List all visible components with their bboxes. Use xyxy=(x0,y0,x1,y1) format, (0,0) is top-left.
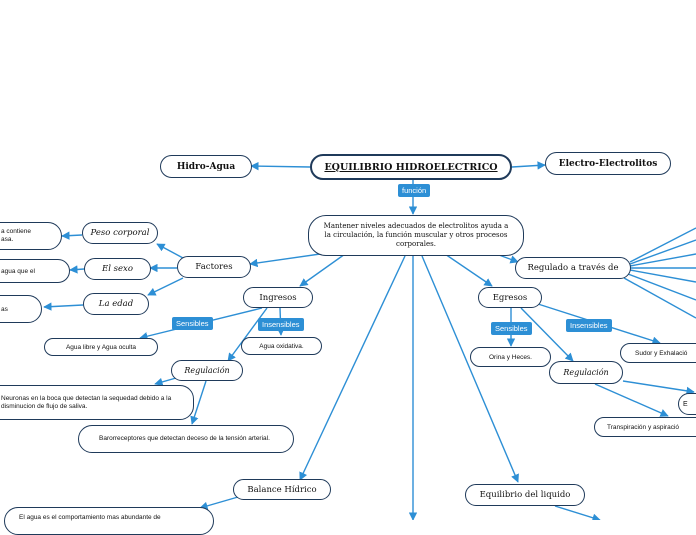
tag-insensibles-ingresos: Insensibles xyxy=(258,318,304,331)
tag-sensibles-ingresos: Sensibles xyxy=(172,317,213,330)
peso-desc-node[interactable]: a contiene asa. xyxy=(0,222,62,250)
tag-sensibles-egresos: Sensibles xyxy=(491,322,532,335)
ingresos-node[interactable]: Ingresos xyxy=(243,287,313,308)
link-regulado-fan-3 xyxy=(629,253,696,267)
link-equilibrio-out xyxy=(554,505,601,520)
tag-funcion: función xyxy=(398,184,431,197)
sexo-desc-node[interactable]: agua que el xyxy=(0,259,70,283)
link-root-electro xyxy=(511,161,546,170)
link-regulado-fan-1 xyxy=(629,227,696,263)
regulacion-ingresos-node[interactable]: Regulación xyxy=(171,360,243,381)
link-egresos-reg xyxy=(520,307,574,362)
link-regulado-fan-7 xyxy=(623,277,696,319)
link-reg-baro xyxy=(190,380,207,425)
sudor-node[interactable]: Sudor y Exhalació xyxy=(620,343,696,363)
link-main-equilibrio xyxy=(421,255,519,483)
tag-insensibles-egresos: Insensibles xyxy=(566,319,612,332)
link-regulado-fan-2 xyxy=(629,239,696,265)
link-sexo-desc xyxy=(69,265,85,274)
link-peso-desc xyxy=(61,231,83,240)
link-factores-edad xyxy=(147,277,184,296)
link-regulado-fan-5 xyxy=(629,269,696,283)
link-reg-transp xyxy=(594,383,669,417)
hidro-node[interactable]: Hidro-Agua xyxy=(160,155,252,178)
link-regulado-fan-6 xyxy=(627,273,696,301)
agua-comportamiento-node[interactable]: El agua es el comportamiento mas abundan… xyxy=(4,507,214,535)
regulado-node[interactable]: Regulado a través de xyxy=(515,257,631,279)
orina-node[interactable]: Orina y Heces. xyxy=(470,347,551,367)
transpiracion-node[interactable]: Transpiración y aspiració xyxy=(594,417,696,437)
peso-node[interactable]: Peso corporal xyxy=(82,222,158,244)
link-main-egresos xyxy=(444,253,493,287)
edad-desc-node[interactable]: as xyxy=(0,295,42,323)
main-node[interactable]: Mantener niveles adecuados de electrolit… xyxy=(308,215,524,256)
link-main-factores xyxy=(249,253,321,268)
agua-oxidativa-node[interactable]: Agua oxidativa. xyxy=(241,337,322,355)
sexo-node[interactable]: El sexo xyxy=(84,258,151,280)
link-ingresos-reg xyxy=(227,307,268,362)
link-root-hidro xyxy=(250,161,311,171)
factores-node[interactable]: Factores xyxy=(177,256,251,278)
electro-node[interactable]: Electro-Electrolitos xyxy=(545,152,671,175)
egresos-node[interactable]: Egresos xyxy=(478,287,542,308)
root-node[interactable]: EQUILIBRIO HIDROELECTRICO xyxy=(310,154,512,180)
link-edad-desc xyxy=(43,302,84,311)
agua-libre-node[interactable]: Agua libre y Agua oculta xyxy=(44,338,158,356)
balance-node[interactable]: Balance Hídrico xyxy=(233,479,331,500)
barorreceptores-node[interactable]: Barorreceptores que detectan deceso de l… xyxy=(78,425,294,453)
regulacion-egresos-node[interactable]: Regulación xyxy=(549,361,623,384)
link-reg-e xyxy=(622,380,695,395)
small-e-node[interactable]: E xyxy=(678,393,696,415)
edad-node[interactable]: La edad xyxy=(83,293,149,315)
link-balance-agua xyxy=(199,496,239,510)
neuronas-node[interactable]: Neuronas en la boca que detectan la sequ… xyxy=(0,385,194,420)
link-main-ingresos xyxy=(299,253,346,287)
link-factores-peso xyxy=(156,243,184,259)
equilibrio-node[interactable]: Equilibrio del liquido xyxy=(465,484,585,506)
link-reg-neuronas xyxy=(154,377,177,386)
link-main-balance xyxy=(299,255,406,481)
